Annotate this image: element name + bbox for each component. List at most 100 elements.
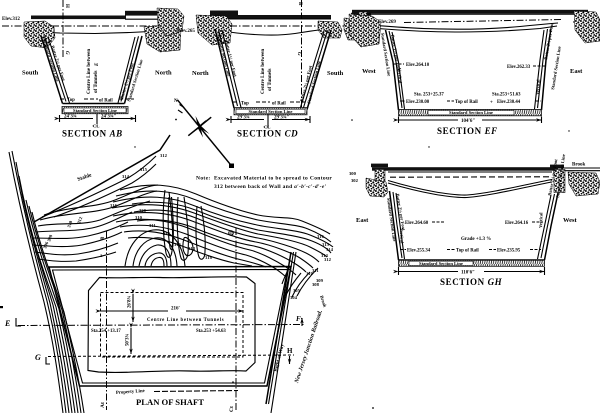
svg-text:Elev.264.60: Elev.264.60 <box>405 221 429 226</box>
svg-text:300: 300 <box>349 171 357 176</box>
svg-text:110′6″: 110′6″ <box>461 271 475 276</box>
svg-text:of Rail: of Rail <box>272 101 286 106</box>
svg-text:Standard Section Line: Standard Section Line <box>249 109 293 114</box>
svg-text:E: E <box>4 319 10 328</box>
svg-text:305: 305 <box>293 288 301 293</box>
svg-text:Sta.253 +54.63: Sta.253 +54.63 <box>196 329 226 334</box>
svg-text:316: 316 <box>110 203 118 208</box>
svg-text:Top of Rail: Top of Rail <box>455 100 478 105</box>
svg-text:SECTION EF: SECTION EF <box>437 126 498 136</box>
svg-text:314: 314 <box>122 174 130 179</box>
svg-text:E: E <box>95 62 100 67</box>
svg-text:Standard Section Line: Standard Section Line <box>419 261 463 266</box>
svg-text:50′3¼: 50′3¼ <box>126 333 131 346</box>
svg-text:312: 312 <box>163 231 171 236</box>
svg-text:H: H <box>64 4 69 8</box>
svg-text:Brook: Brook <box>572 163 585 168</box>
svg-text:320: 320 <box>139 208 147 213</box>
svg-text:318: 318 <box>205 255 213 260</box>
svg-text:312: 312 <box>160 153 168 158</box>
svg-text:Vertical: Vertical <box>535 79 541 95</box>
svg-text:Standard Section Line: Standard Section Line <box>550 46 562 90</box>
svg-text:Stable: Stable <box>77 172 93 183</box>
svg-text:PLAN OF SHAFT: PLAN OF SHAFT <box>136 397 204 407</box>
svg-text:24′3¾″: 24′3¾″ <box>101 115 117 120</box>
svg-text:Top: Top <box>67 98 75 103</box>
svg-text:315: 315 <box>174 242 182 247</box>
svg-text:of Tunnels: of Tunnels <box>93 70 99 93</box>
svg-text:Elev.269: Elev.269 <box>378 20 396 25</box>
svg-text:308: 308 <box>312 282 320 287</box>
svg-text:Brook: Brook <box>319 295 328 309</box>
svg-text:Standard Section Line: Standard Section Line <box>449 110 493 115</box>
svg-text:Ct: Ct <box>229 406 235 412</box>
svg-text:SECTION GH: SECTION GH <box>440 277 503 287</box>
svg-text:Elev.230.00: Elev.230.00 <box>406 100 430 105</box>
svg-text:316: 316 <box>317 234 325 239</box>
svg-text:Batter 2½ per Foot: Batter 2½ per Foot <box>543 22 554 60</box>
svg-text:Centre Line between Tunnels: Centre Line between Tunnels <box>147 318 224 323</box>
svg-text:311: 311 <box>149 223 156 228</box>
svg-text:B: B <box>101 236 106 241</box>
svg-text:216′: 216′ <box>171 307 181 312</box>
svg-text:Vertical: Vertical <box>399 228 405 244</box>
svg-text:Sta.254 +13.17: Sta.254 +13.17 <box>91 329 121 334</box>
svg-text:Batter 1½ per Foot: Batter 1½ per Foot <box>390 34 401 72</box>
svg-text:North: North <box>192 70 209 77</box>
svg-text:South: South <box>327 70 344 77</box>
svg-text:+: + <box>490 101 493 106</box>
svg-text:Standard Section Line: Standard Section Line <box>555 154 566 198</box>
svg-text:SECTION AB: SECTION AB <box>62 129 123 139</box>
svg-text:Elev.262.33: Elev.262.33 <box>507 65 531 70</box>
svg-text:Batter 2½ per Foot: Batter 2½ per Foot <box>395 193 406 231</box>
svg-text:of Tunnels: of Tunnels <box>267 68 273 91</box>
svg-text:a: a <box>100 254 103 259</box>
svg-text:304: 304 <box>290 295 298 300</box>
svg-text:Elev.255.34: Elev.255.34 <box>407 249 431 254</box>
svg-text:Standard Section Line: Standard Section Line <box>380 32 392 76</box>
svg-text:314: 314 <box>188 246 196 251</box>
svg-text:G: G <box>296 52 301 56</box>
svg-text:29′3¾: 29′3¾ <box>237 116 250 121</box>
svg-text:315: 315 <box>140 167 148 172</box>
svg-text:G: G <box>64 51 69 55</box>
svg-text:̴C̴L: ̴C̴L <box>92 124 99 129</box>
svg-text:306: 306 <box>42 240 49 249</box>
svg-text:104′6″: 104′6″ <box>461 119 475 124</box>
svg-text:312 between back of Wall and a: 312 between back of Wall and a′-b′-c′-d′… <box>214 184 327 190</box>
svg-text:312: 312 <box>76 215 83 224</box>
svg-text:26′8¼: 26′8¼ <box>128 295 133 308</box>
svg-text:N: N <box>174 99 178 104</box>
svg-text:Sta. 253+25.37: Sta. 253+25.37 <box>414 93 444 98</box>
svg-text:D: D <box>230 231 235 236</box>
svg-text:302: 302 <box>351 178 359 183</box>
svg-text:̴C̴L: ̴C̴L <box>263 125 270 130</box>
svg-text:Elev.312: Elev.312 <box>2 17 20 22</box>
svg-text:Top: Top <box>241 101 249 106</box>
svg-text:312: 312 <box>324 257 332 262</box>
svg-text:North: North <box>155 70 172 77</box>
svg-text:Grade +1.3 %: Grade +1.3 % <box>461 237 491 242</box>
svg-text:East: East <box>356 217 369 224</box>
svg-text:Elev.230.44: Elev.230.44 <box>497 100 521 105</box>
svg-text:314: 314 <box>326 247 334 252</box>
svg-text:B: B <box>297 2 302 6</box>
svg-text:SECTION CD: SECTION CD <box>237 129 298 139</box>
svg-text:313: 313 <box>321 253 329 258</box>
svg-text:Elev.264.10: Elev.264.10 <box>406 63 430 68</box>
svg-text:Centre Line between: Centre Line between <box>86 49 92 94</box>
svg-text:of Rail: of Rail <box>99 98 113 103</box>
svg-text:Note: Excavated Material to b: Note: Excavated Material to be spread to… <box>196 176 332 182</box>
svg-text:310: 310 <box>135 215 143 220</box>
svg-text:West: West <box>563 217 578 224</box>
svg-text:Vertical: Vertical <box>538 212 544 228</box>
svg-text:Centre Line between: Centre Line between <box>260 49 266 94</box>
svg-text:310: 310 <box>306 271 314 276</box>
svg-text:G: G <box>35 353 41 362</box>
svg-text:South: South <box>22 70 39 77</box>
svg-text:F·: F· <box>296 315 303 323</box>
svg-text:315: 315 <box>322 242 330 247</box>
svg-text:Top of Rail: Top of Rail <box>456 249 479 254</box>
svg-text:Sta.253+51.63: Sta.253+51.63 <box>492 93 521 98</box>
svg-text:Property Line: Property Line <box>116 389 145 396</box>
